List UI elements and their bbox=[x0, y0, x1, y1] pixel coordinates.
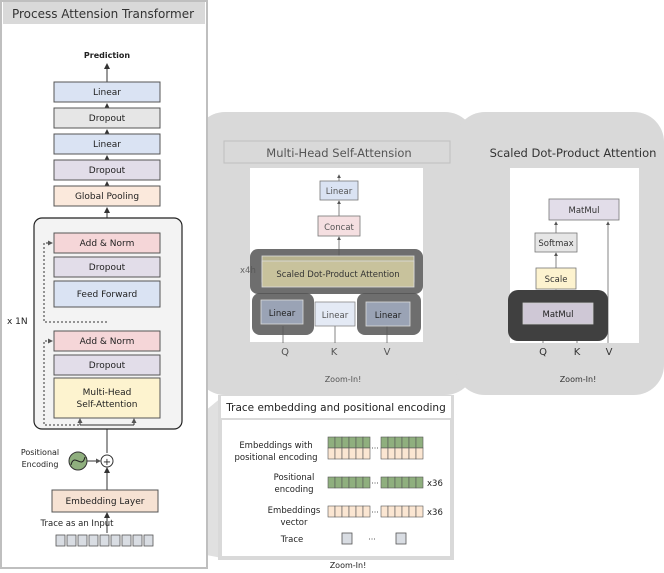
sdpa-matmul-top-block bbox=[548, 198, 620, 221]
left-panel-title-bar bbox=[3, 2, 205, 24]
linear-q-block bbox=[260, 299, 304, 325]
mhsa-panel: Multi-Head Self-Attension Linear Concat … bbox=[223, 140, 451, 384]
trace-panel: Trace embedding and positional encoding … bbox=[221, 396, 451, 570]
trace-input-label: Trace as an Input bbox=[40, 519, 115, 529]
emb-label-line2: vector bbox=[281, 518, 308, 528]
mhsa-k-label: K bbox=[331, 347, 338, 358]
mhsa-label-line1: Multi-Head bbox=[83, 388, 132, 398]
linear-block-mid bbox=[53, 133, 161, 155]
dropout-block-top-label: Dropout bbox=[89, 114, 126, 124]
softmax-label: Softmax bbox=[538, 239, 573, 249]
linear-v-label: Linear bbox=[375, 311, 402, 321]
add-norm-block-bottom bbox=[53, 330, 161, 352]
linear-block-mid-label: Linear bbox=[93, 140, 121, 150]
sdpa-q-label: Q bbox=[539, 347, 547, 358]
dropout-block-mid bbox=[53, 159, 161, 181]
mhsa-title-bar bbox=[223, 140, 451, 164]
emb-pos-ellipsis: ··· bbox=[371, 444, 379, 453]
add-operator-icon bbox=[100, 454, 114, 468]
feed-forward-label: Feed Forward bbox=[77, 290, 138, 300]
trace-zoom-label: Zoom-In! bbox=[330, 561, 367, 569]
positional-label-line1: Positional bbox=[21, 448, 59, 457]
mhsa-label-line2: Self-Attention bbox=[76, 400, 137, 410]
linear-block-top bbox=[53, 81, 161, 103]
mhsa-concat-block bbox=[317, 215, 361, 237]
sdpa-zoom-label: Zoom-In! bbox=[560, 375, 597, 384]
mhsa-panel-title: Multi-Head Self-Attension bbox=[266, 146, 411, 160]
sine-wave-path bbox=[70, 456, 86, 466]
emb-pos-label-line2: positional encoding bbox=[235, 453, 318, 463]
dropout-block-mid-label: Dropout bbox=[89, 166, 126, 176]
trace-ellipsis: ··· bbox=[368, 535, 376, 544]
feed-forward-block bbox=[53, 280, 161, 308]
pos-ellipsis: ··· bbox=[371, 479, 379, 488]
sdpa-v-label: V bbox=[606, 347, 613, 358]
scale-label: Scale bbox=[545, 275, 568, 285]
multi-head-attention-block bbox=[53, 377, 161, 419]
softmax-block bbox=[534, 232, 578, 253]
pos-x36-label: x36 bbox=[427, 479, 443, 489]
linear-k-block bbox=[314, 301, 356, 327]
sdpa-panel-title: Scaled Dot-Product Attention bbox=[490, 146, 657, 160]
global-pooling-block bbox=[53, 185, 161, 207]
mhsa-v-label: V bbox=[384, 347, 391, 358]
plus-sign: + bbox=[103, 457, 111, 468]
left-panel-title: Process Attension Transformer bbox=[12, 7, 194, 21]
mhsa-concat-label: Concat bbox=[324, 223, 354, 233]
sdpa-matmul-top-label: MatMul bbox=[569, 206, 600, 216]
dropout-block-top bbox=[53, 107, 161, 129]
dropout-encoder-top-label: Dropout bbox=[89, 263, 126, 273]
mhsa-linear-top-block bbox=[319, 180, 359, 201]
emb-pos-cells bbox=[327, 436, 424, 460]
sdpa-matmul-bottom-block bbox=[522, 302, 594, 325]
encoder-repeat-label: x 1N bbox=[7, 317, 28, 327]
mhsa-repeat-label: x4h bbox=[240, 266, 256, 276]
trace-cell-first bbox=[341, 532, 353, 545]
global-pooling-label: Global Pooling bbox=[75, 192, 139, 202]
add-norm-top-label: Add & Norm bbox=[80, 239, 135, 249]
add-norm-block-top bbox=[53, 232, 161, 254]
trace-title-bar bbox=[221, 396, 451, 418]
sdpa-title-bar bbox=[482, 141, 664, 163]
linear-v-block bbox=[365, 301, 411, 327]
residual-connections bbox=[43, 240, 107, 426]
pos-label-line2: encoding bbox=[274, 485, 313, 495]
emb-ellipsis: ··· bbox=[371, 508, 379, 517]
dropout-encoder-bottom-label: Dropout bbox=[89, 361, 126, 371]
sdpa-k-label: K bbox=[574, 347, 581, 358]
mhsa-linear-top-label: Linear bbox=[326, 187, 353, 197]
dropout-block-encoder-bottom bbox=[53, 354, 161, 376]
trace-panel-title: Trace embedding and positional encoding bbox=[225, 402, 446, 414]
linear-q-label: Linear bbox=[269, 309, 296, 319]
emb-x36-label: x36 bbox=[427, 508, 443, 518]
pos-cells bbox=[327, 476, 424, 489]
linear-k-label: Linear bbox=[322, 311, 349, 321]
emb-pos-label-line1: Embeddings with bbox=[239, 441, 312, 451]
emb-label-line1: Embeddings bbox=[268, 506, 321, 516]
attention-input-branches bbox=[77, 418, 137, 426]
scale-block bbox=[535, 267, 577, 290]
add-norm-bottom-label: Add & Norm bbox=[80, 337, 135, 347]
mhsa-zoom-label: Zoom-In! bbox=[325, 375, 362, 384]
embedding-layer-block bbox=[51, 489, 159, 513]
left-panel: Process Attension Transformer Prediction… bbox=[0, 0, 208, 569]
pos-label-line1: Positional bbox=[274, 473, 315, 483]
sdpa-stack-front bbox=[261, 260, 415, 288]
sdpa-matmul-bottom-label: MatMul bbox=[543, 310, 574, 320]
sdpa-panel: Scaled Dot-Product Attention MatMul Soft… bbox=[482, 141, 664, 384]
mhsa-q-label: Q bbox=[281, 347, 289, 358]
embedding-layer-label: Embedding Layer bbox=[65, 497, 144, 507]
emb-cells bbox=[327, 505, 424, 518]
prediction-label: Prediction bbox=[84, 51, 131, 60]
trace-input-cells bbox=[55, 534, 154, 547]
trace-row-label: Trace bbox=[280, 535, 304, 545]
dropout-block-encoder-top bbox=[53, 256, 161, 278]
trace-cell-last bbox=[395, 532, 407, 545]
positional-label-line2: Encoding bbox=[22, 460, 59, 469]
linear-block-top-label: Linear bbox=[93, 88, 121, 98]
sdpa-block-label: Scaled Dot-Product Attention bbox=[276, 270, 399, 280]
